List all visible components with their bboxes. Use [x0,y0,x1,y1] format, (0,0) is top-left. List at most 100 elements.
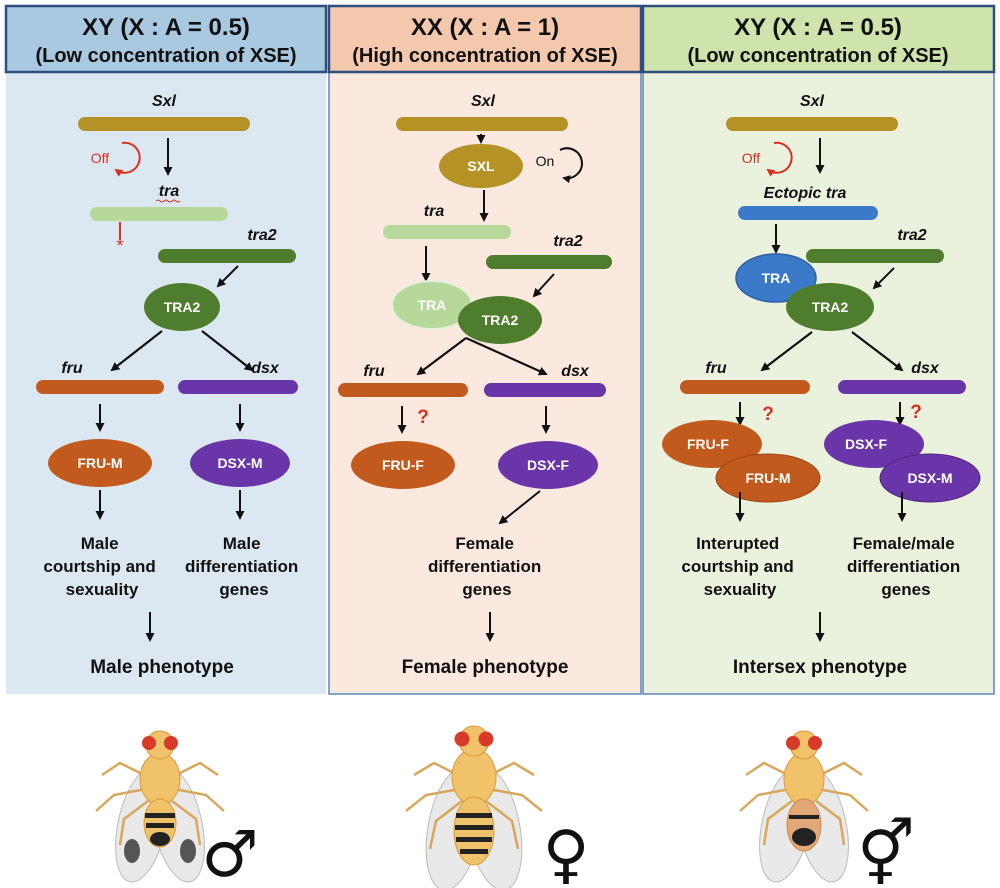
protein-fru-f [662,420,762,468]
eye [142,736,156,750]
outcome-fru: Interupted courtship and sexuality [681,534,798,599]
eye [786,736,800,750]
panel-xx-female: XX (X : A = 1) (High concentration of XS… [327,4,643,695]
protein-dsx-m [879,453,981,503]
protein-fru-m [48,439,152,487]
protein-fru-b-label: FRU-M [745,470,790,486]
gene-dsx-bar [838,380,966,394]
on-cycle-icon [559,147,583,184]
abdomen [453,796,495,866]
arrow [110,330,163,372]
on-label: On [536,153,555,169]
gene-fru-label: fru [705,360,727,377]
female-symbol: ♀ [543,818,590,888]
arrow [532,273,555,298]
stop-star: * [116,236,123,256]
gene-dsx-label: dsx [911,360,940,377]
off-label: Off [742,150,761,166]
protein-dsx-label: DSX-F [527,457,569,473]
outcome-dsx: Male differentiation genes [185,534,303,599]
gene-fru-label: fru [363,363,385,380]
panel-title: XY (X : A = 0.5) [734,14,902,41]
question-mark: ? [910,402,922,423]
question-mark: ? [762,404,774,425]
gene-dsx-label: dsx [251,360,280,377]
phenotype-label: Intersex phenotype [733,657,907,678]
intersex-symbol: ⚥ [857,817,915,888]
gene-ectopic-tra-bar [738,206,878,220]
protein-dsx-a-label: DSX-F [845,436,887,452]
panel-subtitle: (Low concentration of XSE) [35,45,296,67]
arrow [465,336,548,376]
off-label: Off [91,150,110,166]
panel-title: XX (X : A = 1) [411,14,559,41]
gene-sxl-label: Sxl [800,93,825,110]
fly-female [405,725,543,888]
outcome-fru: Male courtship and sexuality [43,534,160,599]
phenotype-label: Female phenotype [402,657,569,678]
gene-tra2-label: tra2 [897,227,926,244]
gene-tra2-label: tra2 [553,233,582,250]
squiggle-underline [155,199,181,203]
protein-fru-label: FRU-F [382,457,424,473]
protein-tra2-label: TRA2 [164,299,201,315]
panel-header [327,4,643,74]
gene-tra-label: Ectopic tra [764,185,847,202]
protein-tra2-label: TRA2 [482,312,519,328]
protein-sxl [439,144,523,188]
gene-sxl-label: Sxl [471,93,496,110]
gene-dsx-label: dsx [561,363,590,380]
panel-header [641,4,996,74]
panel-subtitle: (High concentration of XSE) [352,45,618,67]
gene-sxl-bar [396,117,568,131]
arrow [760,331,813,372]
protein-tra-label: TRA [418,297,447,313]
protein-dsx-f [498,441,598,489]
gene-sxl-label: Sxl [152,93,177,110]
protein-tra-label: TRA [762,270,791,286]
eye [808,736,822,750]
thorax [783,752,825,806]
panel-title: XY (X : A = 0.5) [82,14,250,41]
protein-dsx-f [824,420,924,468]
gene-tra-bar [383,225,511,239]
protein-fru-f [351,441,455,489]
protein-dsx-m [190,439,290,487]
gene-dsx-bar [484,383,606,397]
eye [478,731,494,747]
male-symbol: ♂ [201,818,258,888]
protein-fru-m [715,453,821,503]
wing-spot [180,839,196,863]
protein-fru-a-label: FRU-F [687,436,729,452]
gene-tra2-label: tra2 [247,227,276,244]
protein-dsx-label: DSX-M [217,455,262,471]
fly-intersex [739,730,869,883]
gene-tra2-bar [486,255,612,269]
arrow [872,267,895,290]
protein-sxl-label: SXL [467,158,495,174]
off-cycle-icon [114,141,141,177]
panel-header [4,4,328,74]
gene-tra2-bar [158,249,296,263]
phenotype-label: Male phenotype [90,657,234,678]
gene-tra-label: tra [159,183,180,200]
gene-fru-bar [338,383,468,397]
gene-sxl-bar [726,117,898,131]
protein-tra2 [458,296,542,344]
off-cycle-icon [766,141,793,177]
protein-tra2-label: TRA2 [812,299,849,315]
gene-fru-label: fru [61,360,83,377]
legs [95,761,225,846]
panel-xy-male: XY (X : A = 0.5) (Low concentration of X… [4,4,328,694]
protein-tra2 [786,283,874,331]
outcome-dsx: Female differentiation genes [428,534,546,599]
arrow [416,337,467,376]
gene-fru-bar [36,380,164,394]
gene-fru-bar [680,380,810,394]
wing-spot [124,839,140,863]
gene-tra-bar [90,207,228,221]
gene-tra-label: tra [424,203,445,220]
protein-dsx-b-label: DSX-M [907,470,952,486]
arrow [201,330,254,372]
